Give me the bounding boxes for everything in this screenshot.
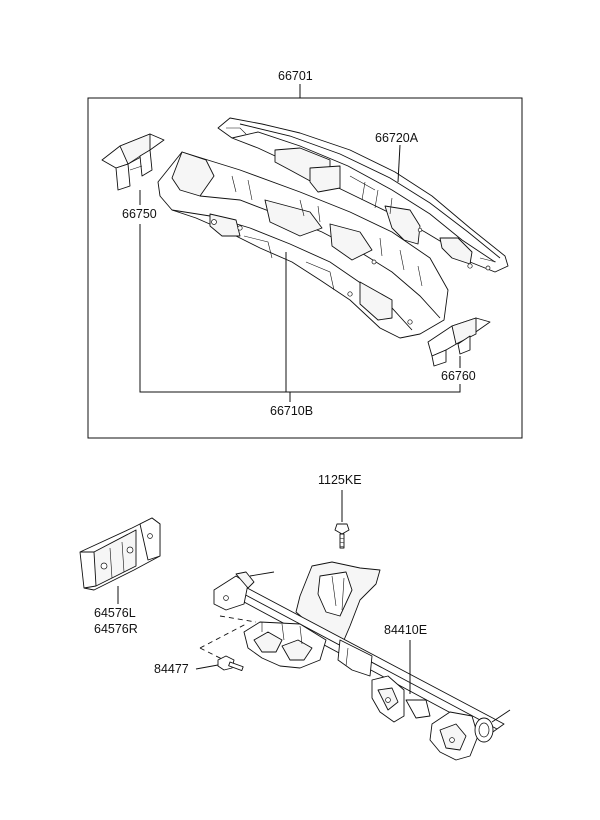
crossmember-assembly [213, 561, 511, 761]
left-bracket [101, 133, 165, 191]
reinforcement-bracket [79, 517, 161, 591]
label-84410E: 84410E [384, 623, 427, 637]
upper-cowl-panel [217, 117, 509, 273]
leader-66720A [397, 144, 401, 183]
main-cowl-panel [157, 151, 449, 339]
label-64576R: 64576R [94, 622, 138, 636]
label-66710B: 66710B [270, 404, 313, 418]
label-66750: 66750 [122, 207, 157, 221]
label-1125KE: 1125KE [318, 473, 362, 487]
label-66720A: 66720A [375, 131, 419, 145]
bolt-84477 [217, 655, 244, 671]
right-bracket [427, 317, 491, 367]
leader-84477 [195, 664, 219, 670]
label-66701: 66701 [278, 69, 313, 83]
label-84477: 84477 [154, 662, 189, 676]
leader-66710B [139, 224, 461, 402]
label-66760: 66760 [441, 369, 476, 383]
label-64576L: 64576L [94, 606, 136, 620]
assembly-frame [87, 97, 523, 439]
bolt-1125KE [334, 523, 350, 549]
